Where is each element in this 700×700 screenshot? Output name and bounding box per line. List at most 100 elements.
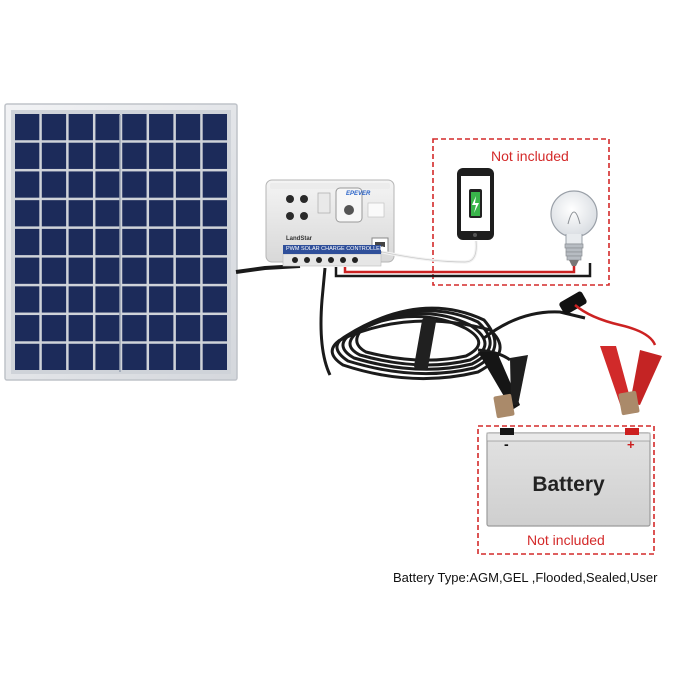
solar-cell xyxy=(15,257,40,284)
solar-cell xyxy=(95,142,120,169)
solar-cell xyxy=(202,315,227,342)
solar-cell xyxy=(41,315,67,342)
solar-cell xyxy=(175,228,201,256)
battery-positive-sign: + xyxy=(627,437,635,452)
solar-cell xyxy=(202,228,227,256)
controller-model: LandStar xyxy=(286,236,313,242)
solar-cell xyxy=(149,286,174,313)
solar-cell xyxy=(122,228,147,256)
solar-cell xyxy=(122,171,147,198)
solar-cell xyxy=(202,343,227,370)
inline-fuse xyxy=(559,291,587,315)
solar-cell xyxy=(175,114,201,141)
solar-cell xyxy=(41,343,67,370)
solar-cell xyxy=(95,343,120,370)
solar-cell xyxy=(175,343,201,370)
solar-cell xyxy=(15,343,40,370)
solar-cell xyxy=(175,142,201,169)
solar-cell xyxy=(15,228,40,256)
solar-cell xyxy=(149,171,174,198)
solar-cell xyxy=(95,200,120,227)
not-included-box-bottom xyxy=(477,425,655,555)
red-alligator-clip xyxy=(600,346,662,416)
solar-cell xyxy=(175,171,201,198)
phone-icon xyxy=(457,168,494,240)
not-included-box-top xyxy=(432,138,610,286)
solar-cell xyxy=(202,257,227,284)
solar-cell-grid xyxy=(15,114,227,370)
solar-cell xyxy=(15,142,40,169)
solar-cell xyxy=(149,142,174,169)
battery-type-caption: Battery Type:AGM,GEL ,Flooded,Sealed,Use… xyxy=(393,570,658,585)
solar-cell xyxy=(68,200,93,227)
light-bulb-icon xyxy=(550,190,598,266)
load-wire-black xyxy=(334,263,592,278)
solar-cell xyxy=(15,286,40,313)
solar-cell xyxy=(15,114,40,141)
solar-cell xyxy=(68,286,93,313)
solar-cell xyxy=(149,343,174,370)
solar-cell xyxy=(95,286,120,313)
battery-label: Battery xyxy=(532,473,605,496)
solar-cell xyxy=(175,257,201,284)
solar-cell xyxy=(68,142,93,169)
solar-cell xyxy=(95,171,120,198)
not-included-label-top: Not included xyxy=(491,148,569,164)
solar-cell xyxy=(149,315,174,342)
load-wire-red xyxy=(343,266,576,274)
solar-cell xyxy=(68,171,93,198)
solar-cell xyxy=(149,200,174,227)
controller-brand: EPEVER xyxy=(346,191,371,197)
solar-cell xyxy=(95,315,120,342)
charge-controller xyxy=(265,179,395,267)
solar-cell xyxy=(202,114,227,141)
solar-cell xyxy=(122,343,147,370)
solar-cell xyxy=(41,142,67,169)
solar-cell xyxy=(122,315,147,342)
solar-cell xyxy=(68,315,93,342)
solar-cell xyxy=(122,142,147,169)
solar-cell xyxy=(149,257,174,284)
solar-cell xyxy=(149,114,174,141)
solar-cell xyxy=(149,228,174,256)
solar-cell xyxy=(202,286,227,313)
solar-cell xyxy=(15,200,40,227)
controller-band-text: PWM SOLAR CHARGE CONTROLLER xyxy=(283,245,384,254)
solar-cell xyxy=(95,257,120,284)
solar-cell xyxy=(175,315,201,342)
solar-cell xyxy=(95,228,120,256)
solar-cell xyxy=(122,114,147,141)
solar-cell xyxy=(68,114,93,141)
solar-cell xyxy=(41,257,67,284)
solar-cell xyxy=(68,343,93,370)
solar-cell xyxy=(122,200,147,227)
solar-cell xyxy=(15,315,40,342)
solar-cell xyxy=(122,286,147,313)
solar-cell xyxy=(202,171,227,198)
battery-negative-sign: - xyxy=(504,436,509,452)
solar-cell xyxy=(175,286,201,313)
solar-cell xyxy=(41,200,67,227)
solar-cell xyxy=(95,114,120,141)
solar-cell xyxy=(41,171,67,198)
solar-cell xyxy=(175,200,201,227)
solar-cell xyxy=(202,142,227,169)
battery: - + xyxy=(486,428,651,527)
black-alligator-clip xyxy=(478,352,528,419)
solar-cell xyxy=(122,257,147,284)
solar-panel xyxy=(4,103,238,381)
solar-cell xyxy=(15,171,40,198)
battery-cable xyxy=(319,267,332,376)
cable-strap xyxy=(414,317,436,371)
solar-cell xyxy=(41,286,67,313)
solar-cell xyxy=(68,257,93,284)
solar-cell xyxy=(41,228,67,256)
panel-cable xyxy=(235,264,301,274)
usb-cable xyxy=(381,240,478,264)
solar-cell xyxy=(202,200,227,227)
not-included-label-bottom: Not included xyxy=(527,532,605,548)
controller-terminals xyxy=(292,257,358,263)
battery-negative-terminal xyxy=(500,428,514,435)
solar-cell xyxy=(68,228,93,256)
